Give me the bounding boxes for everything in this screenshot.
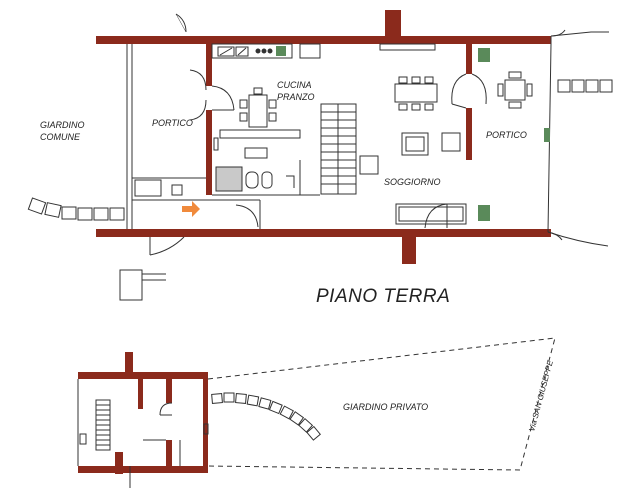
lower-plan — [77, 337, 556, 488]
stepping-stones-east — [557, 79, 613, 93]
wall-top-stub — [385, 10, 401, 40]
stepping-stones-west — [27, 197, 125, 221]
wall-living-east — [466, 44, 472, 74]
label-giardino-comune-2: COMUNE — [40, 132, 81, 142]
label-soggiorno: SOGGIORNO — [384, 177, 441, 187]
label-giardino-privato: GIARDINO PRIVATO — [343, 402, 428, 412]
wall-top — [96, 36, 551, 44]
stepping-path — [211, 392, 321, 441]
label-pranzo: PRANZO — [277, 92, 315, 102]
label-cucina: CUCINA — [277, 80, 312, 90]
floor-title: PIANO TERRA — [316, 286, 450, 307]
label-portico-east: PORTICO — [486, 130, 527, 140]
wall-bottom-stub — [402, 232, 416, 264]
wall-kitchen-west — [206, 44, 212, 86]
wall-kitchen-west-2 — [206, 110, 212, 160]
wall-bath — [206, 160, 212, 195]
label-portico-west: PORTICO — [152, 118, 193, 128]
stairs — [320, 103, 357, 195]
entrance-arrow-icon — [182, 201, 200, 217]
wall-living-east-2 — [466, 108, 472, 160]
ground-floor-plan — [27, 10, 613, 301]
label-via-san-giuseppe: Via SAN GIUSEPPE — [527, 359, 555, 433]
label-giardino-comune-1: GIARDINO — [40, 120, 85, 130]
wall-bottom — [96, 229, 551, 237]
